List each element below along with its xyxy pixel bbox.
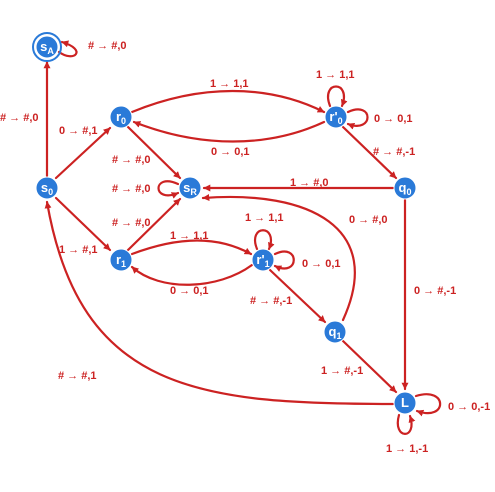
- state-circle: [35, 176, 59, 200]
- state-rp0: r'0: [324, 105, 348, 129]
- state-r0: r0: [109, 105, 133, 129]
- state-circle: [323, 320, 347, 344]
- edge-label-r1-rp1: 1 → 1,1: [170, 230, 209, 242]
- edge-label-L-s0: # → #,1: [58, 370, 97, 382]
- edge-L-L: [414, 393, 442, 417]
- state-circle: [393, 391, 417, 415]
- state-label: r0: [116, 109, 126, 126]
- edge-r0-rp0: [130, 89, 326, 114]
- state-label: sA: [40, 39, 54, 56]
- edge-q1-L: [341, 339, 398, 394]
- edge-label-rp0-rp0: 1 → 1,1: [316, 69, 355, 81]
- edge-rp0-r0: [132, 120, 326, 143]
- edge-sA-sA: [57, 40, 78, 58]
- state-L: L: [393, 391, 417, 415]
- edge-label-q0-L: 0 → #,-1: [414, 285, 456, 297]
- state-circle: [393, 176, 417, 200]
- state-sA: sA: [32, 32, 62, 62]
- edge-s0-r1: [54, 196, 112, 252]
- state-sR: sR: [178, 176, 202, 200]
- state-circle: [251, 248, 275, 272]
- edge-label-rp1-q1: # → #,-1: [250, 295, 292, 307]
- edge-sR-sR: [157, 180, 180, 199]
- edge-label-rp0-q0: # → #,-1: [373, 146, 415, 158]
- state-label: r'0: [329, 109, 342, 126]
- edge-r1-rp1: [130, 239, 253, 256]
- state-circle: [324, 105, 348, 129]
- edge-label-r0-rp0: 1 → 1,1: [210, 78, 249, 90]
- edge-label-rp0-r0: 0 → 0,1: [211, 146, 250, 158]
- state-circle: [35, 35, 59, 59]
- state-circle: [109, 248, 133, 272]
- state-label: q1: [329, 324, 342, 341]
- state-r1: r1: [109, 248, 133, 272]
- edge-label-rp0-rp0: 0 → 0,1: [374, 113, 413, 125]
- edge-label-r0-sR: # → #,0: [112, 154, 151, 166]
- edge-s0-r0: [54, 126, 112, 180]
- edge-label-rp1-rp1: 0 → 0,1: [302, 258, 341, 270]
- edge-rp0-rp0: [346, 108, 369, 130]
- edge-rp1-r1: [130, 263, 254, 286]
- edge-q1-sR: [201, 194, 356, 322]
- state-label: q0: [399, 180, 412, 197]
- state-rp1: r'1: [251, 248, 275, 272]
- edge-rp0-q0: [341, 125, 398, 180]
- edge-L-L: [396, 413, 416, 435]
- edge-label-rp1-r1: 0 → 0,1: [170, 285, 209, 297]
- edge-label-L-L: 0 → 0,-1: [448, 401, 490, 413]
- edge-label-sR-sR: # → #,0: [112, 183, 151, 195]
- state-label: r1: [116, 252, 126, 269]
- state-q1: q1: [323, 320, 347, 344]
- state-label: r'1: [256, 252, 269, 269]
- edge-label-sA-sA: # → #,0: [88, 40, 127, 52]
- edge-r0-sR: [126, 125, 182, 180]
- state-label: s0: [41, 180, 53, 197]
- edge-label-L-L: 1 → 1,-1: [386, 443, 428, 455]
- edge-label-q0-sR: 1 → #,0: [290, 177, 329, 189]
- state-s0: s0: [35, 176, 59, 200]
- edge-label-q1-sR: 0 → #,0: [349, 214, 388, 226]
- state-circle: [109, 105, 133, 129]
- accepting-ring: [32, 32, 62, 62]
- edge-label-q1-L: 1 → #,-1: [321, 365, 363, 377]
- edge-L-s0: [44, 200, 395, 406]
- edge-label-s0-sA: # → #,0: [0, 112, 39, 124]
- edge-label-s0-r0: 0 → #,1: [59, 125, 98, 137]
- edge-label-rp1-rp1: 1 → 1,1: [245, 212, 284, 224]
- state-label: L: [401, 395, 409, 410]
- state-q0: q0: [393, 176, 417, 200]
- state-circle: [178, 176, 202, 200]
- edge-rp1-rp1: [254, 229, 275, 251]
- edge-r1-sR: [126, 197, 182, 252]
- edge-label-s0-r1: 1 → #,1: [59, 244, 98, 256]
- edge-rp0-rp0: [327, 85, 348, 108]
- state-label: sR: [183, 180, 197, 197]
- edge-label-r1-sR: # → #,0: [112, 217, 151, 229]
- edge-rp1-rp1: [273, 250, 295, 272]
- edge-rp1-q1: [268, 268, 327, 324]
